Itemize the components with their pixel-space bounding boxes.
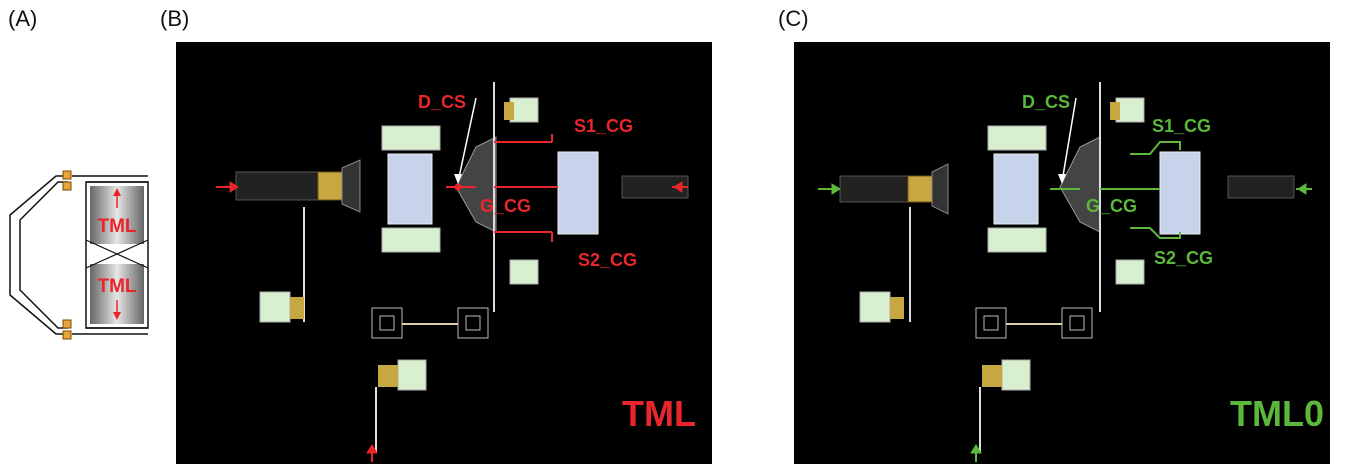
layout-svg-c: D_CS S1_CG G_CG S2_CG TML0 — [818, 82, 1324, 462]
port-label-s2-cg-b: S2_CG — [578, 250, 637, 270]
port-label-g-cg-c: G_CG — [1086, 196, 1137, 216]
port-label-s1-cg-b: S1_CG — [574, 116, 633, 136]
panel-label-c: (C) — [778, 6, 809, 31]
layout-panel-c: D_CS S1_CG G_CG S2_CG TML0 — [794, 42, 1330, 464]
port-label-s2-cg-c: S2_CG — [1154, 248, 1213, 268]
panel-label-a: (A) — [8, 6, 38, 31]
layout-circuit-c — [839, 82, 1295, 452]
port-label-g-cg-b: G_CG — [480, 196, 531, 216]
tml-label-bottom: TML — [97, 276, 136, 297]
panel-title-b: TML — [622, 393, 696, 434]
port-label-d-cs-b: D_CS — [418, 92, 466, 112]
layout-svg-b: D_CS S1_CG G_CG S2_CG TML — [216, 82, 696, 462]
panel-title-c: TML0 — [1230, 393, 1324, 434]
panel-label-b: (B) — [160, 6, 190, 31]
layout-circuit-b — [235, 82, 689, 452]
port-label-s1-cg-c: S1_CG — [1152, 116, 1211, 136]
tml-schematic: TML TML — [9, 170, 149, 340]
tml-label-top: TML — [97, 216, 136, 237]
layout-panel-b: D_CS S1_CG G_CG S2_CG TML — [176, 42, 712, 464]
port-label-d-cs-c: D_CS — [1022, 92, 1070, 112]
